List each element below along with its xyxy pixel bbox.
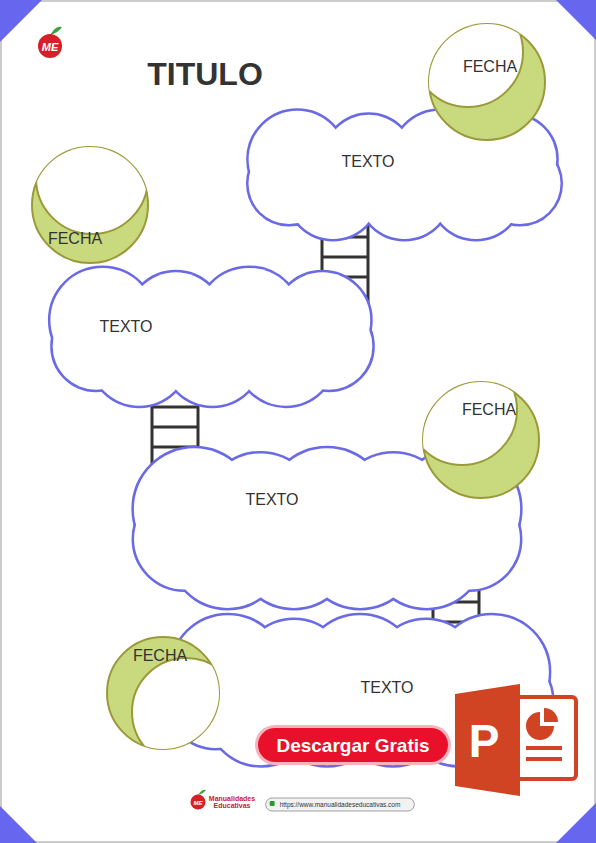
pie-chart xyxy=(526,712,554,740)
moon-cut xyxy=(407,355,517,465)
cloud-fill xyxy=(168,615,552,765)
apple-logo xyxy=(38,27,62,58)
lock-icon xyxy=(270,801,275,806)
body-text: TEXTO xyxy=(341,153,394,171)
cloud-box: TEXTO xyxy=(46,265,379,410)
button-border xyxy=(255,725,451,765)
date-text: FECHA xyxy=(463,58,517,76)
corner-triangle xyxy=(0,0,42,42)
moon-cut xyxy=(36,122,148,234)
cloud-core-fill xyxy=(275,138,535,219)
pie-slice xyxy=(544,708,558,722)
crescent-shape xyxy=(423,382,539,498)
cloud-outline xyxy=(168,615,552,765)
download-button xyxy=(258,728,448,762)
crescent-shape xyxy=(429,24,545,140)
moon-date: FECHA xyxy=(423,382,539,498)
cloud-core xyxy=(79,297,345,384)
logo-text: ME xyxy=(194,800,203,806)
apple-leaf xyxy=(50,27,62,35)
cloud-fill xyxy=(249,111,561,239)
logo-text: ME xyxy=(42,42,59,53)
cloud-fill xyxy=(134,448,520,608)
moon-date: FECHA xyxy=(32,147,148,263)
date-text: FECHA xyxy=(462,401,516,419)
ppt-letter: P xyxy=(469,718,500,764)
cloud-shape xyxy=(46,265,379,410)
button-text: Descargar Gratis xyxy=(276,736,429,755)
cloud-outline xyxy=(249,111,561,239)
cloud-outline xyxy=(50,268,372,406)
cloud-core-fill xyxy=(166,482,488,583)
ppt-tile xyxy=(455,684,520,796)
body-text: TEXTO xyxy=(99,318,152,336)
apple-logo-small xyxy=(191,790,207,810)
moon-date: FECHA xyxy=(429,24,545,140)
cloud-fill xyxy=(50,268,372,406)
brand-name: Manualidades Educativas xyxy=(207,795,257,809)
apple-leaf xyxy=(198,790,206,795)
date-text: FECHA xyxy=(48,230,102,248)
moon-cut xyxy=(413,0,523,107)
date-text: FECHA xyxy=(133,647,187,665)
corner-triangle xyxy=(0,806,37,843)
cloud-core xyxy=(275,138,535,219)
text-line xyxy=(526,746,562,750)
body-text: TEXTO xyxy=(245,491,298,509)
corner-triangle xyxy=(556,803,596,843)
title: TITULO xyxy=(147,56,263,93)
corner-triangle xyxy=(556,0,596,40)
url-text: https://www.manualidadeseducativas.com xyxy=(280,802,401,809)
apple-body xyxy=(191,795,206,810)
moon-date: FECHA xyxy=(107,637,219,749)
cloud-core-fill xyxy=(79,297,345,384)
apple-body xyxy=(38,34,62,58)
slide-sheet xyxy=(498,697,576,779)
url-pill xyxy=(266,798,415,811)
body-text: TEXTO xyxy=(360,679,413,697)
cloud-outline xyxy=(134,448,520,608)
text-line xyxy=(526,757,562,761)
cloud-core xyxy=(166,482,488,583)
powerpoint-icon xyxy=(455,684,576,796)
